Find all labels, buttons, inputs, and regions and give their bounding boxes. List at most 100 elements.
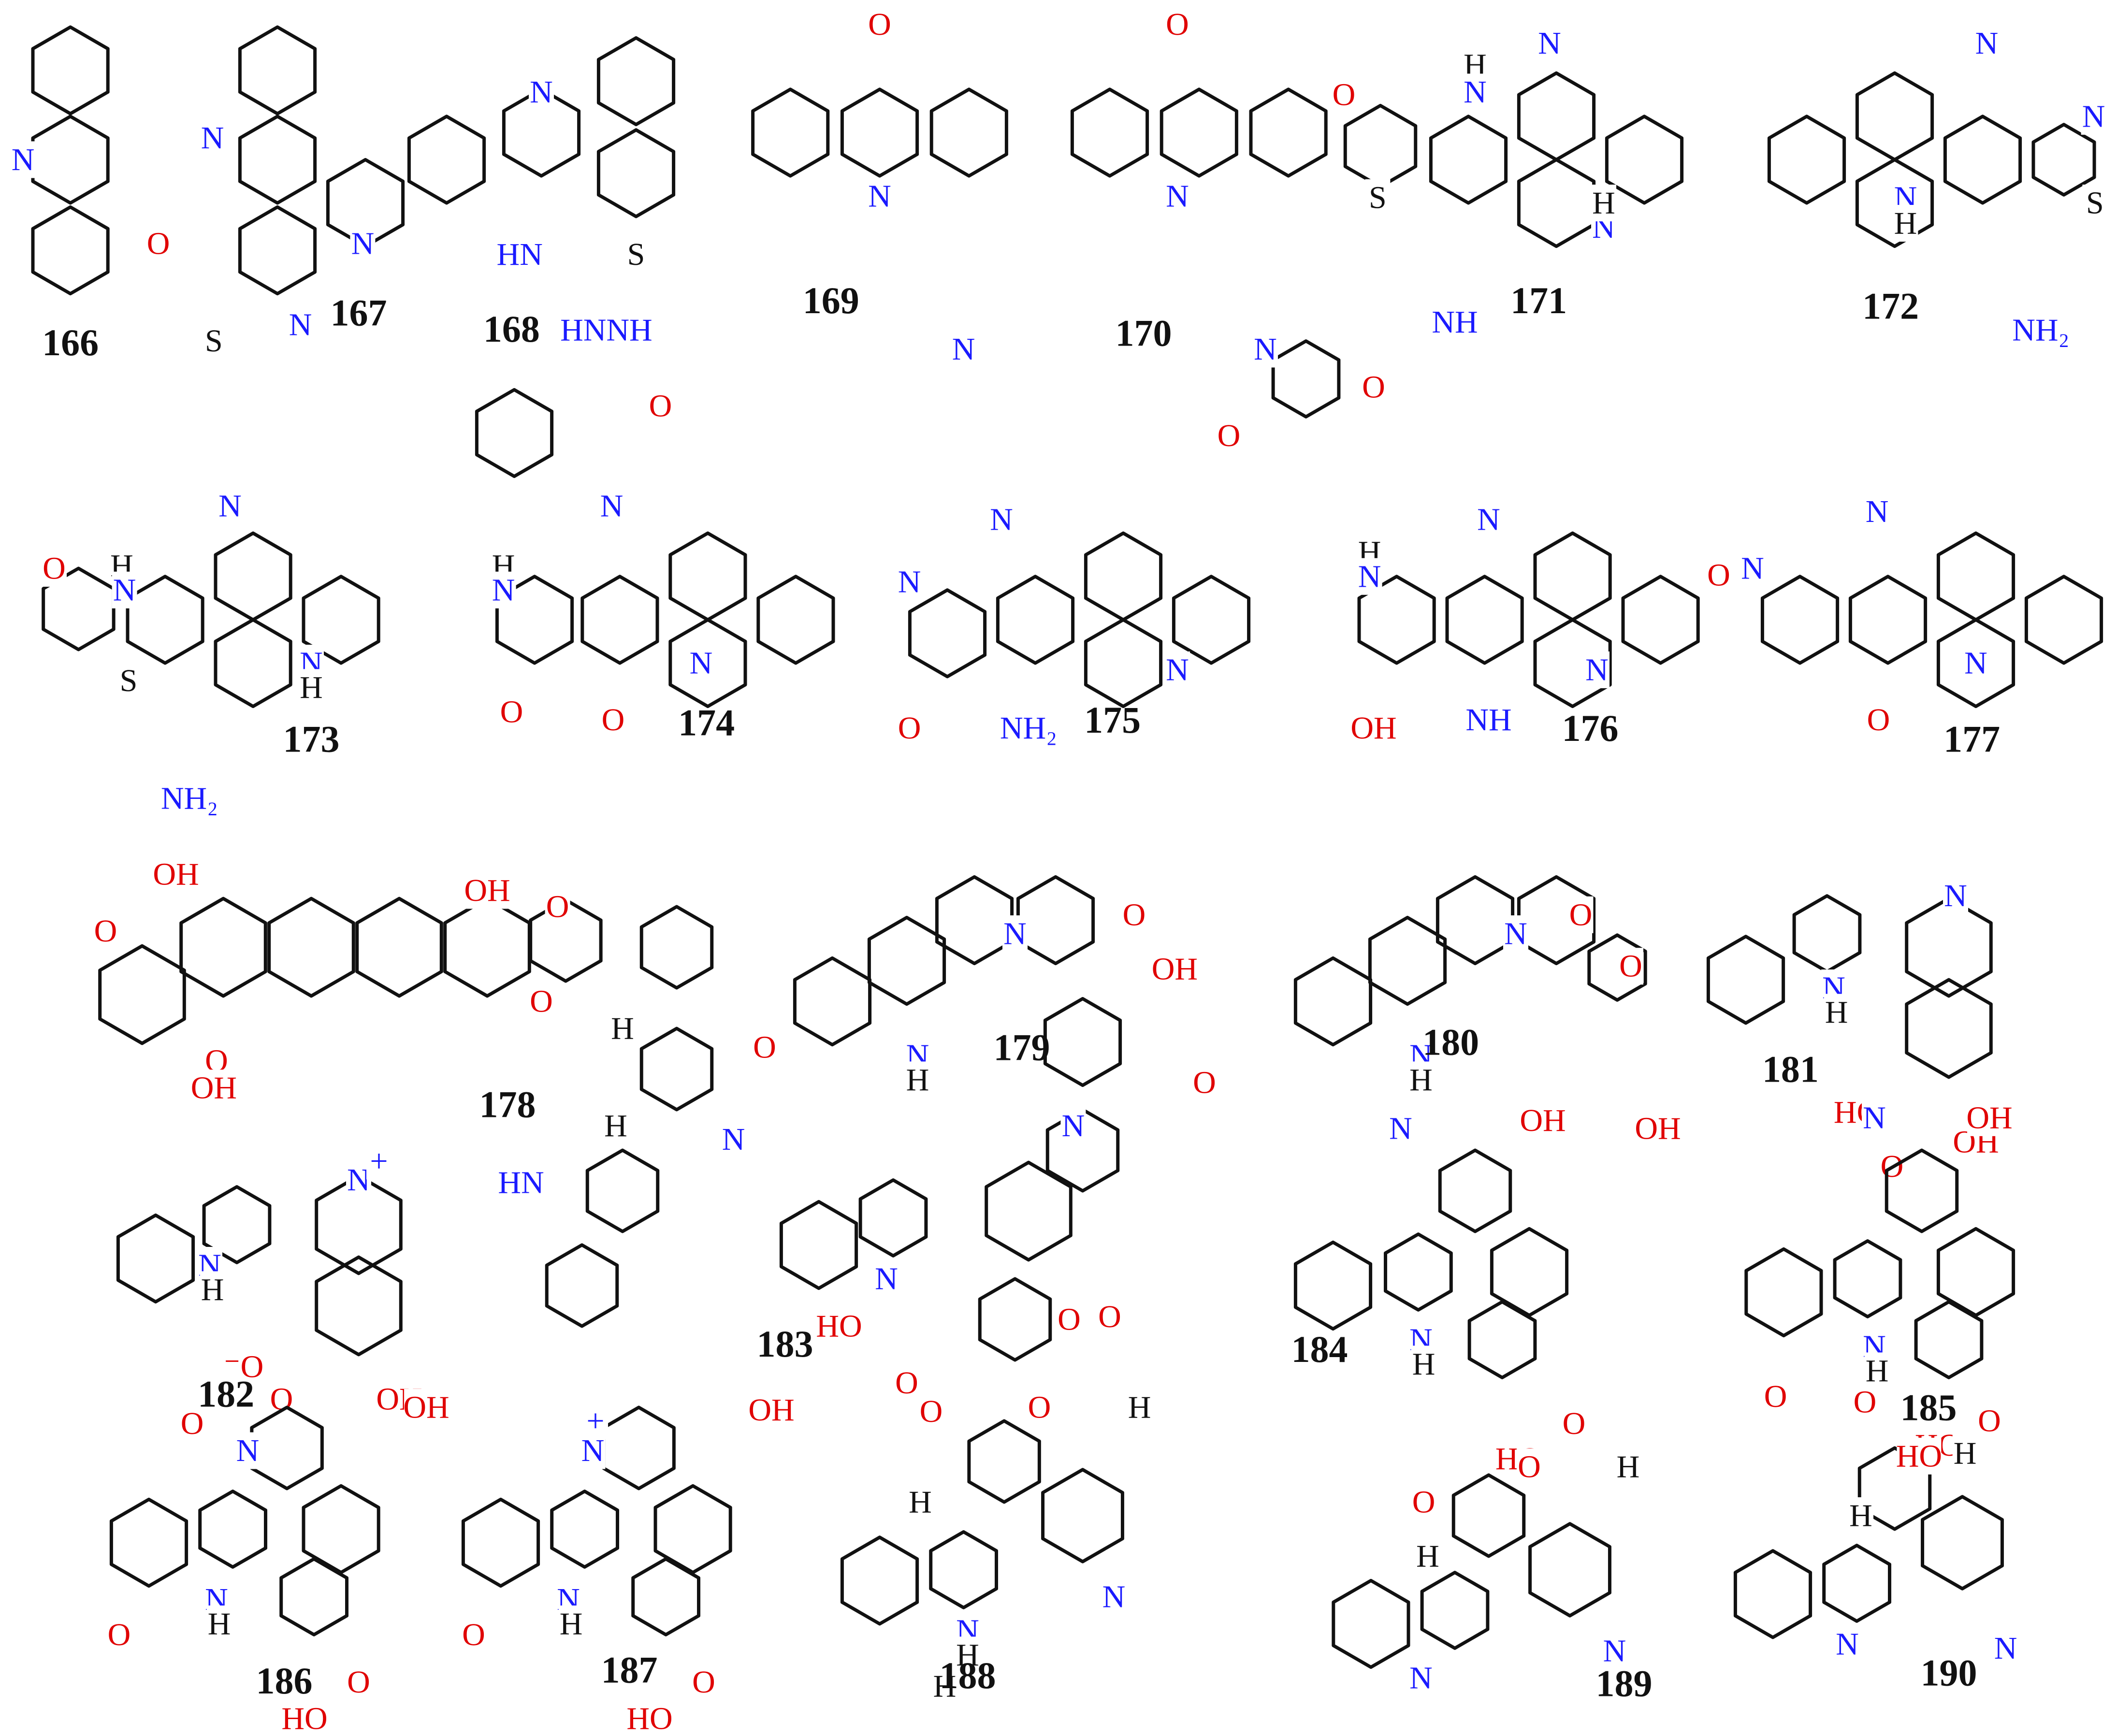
atom-label-background bbox=[1002, 915, 1028, 952]
atom-label: N bbox=[1102, 1579, 1126, 1615]
atom-label: O bbox=[868, 7, 891, 42]
ring-fusion-guide bbox=[893, 1211, 1029, 1218]
atom-label: O bbox=[43, 551, 66, 586]
atom-label-background bbox=[1967, 1099, 2012, 1136]
atom-label: H bbox=[1894, 206, 1917, 241]
atom-label-background bbox=[1740, 550, 1765, 587]
atom-label-background bbox=[10, 141, 36, 178]
ring-bond bbox=[1760, 575, 1840, 665]
atom-label: S bbox=[1369, 180, 1387, 215]
ring-bond bbox=[550, 1490, 619, 1569]
ring-bond bbox=[2031, 123, 2096, 197]
ring-fusion-guide bbox=[1784, 1279, 1868, 1292]
ring-bond bbox=[1490, 1227, 1569, 1317]
atom-label: H bbox=[1825, 995, 1848, 1030]
atom-label-background bbox=[2081, 98, 2106, 135]
ring-bond bbox=[585, 1148, 660, 1233]
atom-label-background bbox=[1060, 1107, 1086, 1144]
atom-label-background bbox=[951, 331, 976, 368]
ring-bond bbox=[1249, 87, 1328, 178]
atom-label: N bbox=[1964, 646, 1987, 681]
atom-label-background bbox=[874, 1260, 899, 1297]
ring-bond bbox=[267, 897, 355, 998]
compound-number-label: 170 bbox=[1116, 312, 1172, 354]
compound-number-label: 183 bbox=[757, 1323, 813, 1365]
atom-label: OH bbox=[1635, 1111, 1681, 1146]
atom-label-background bbox=[288, 306, 313, 343]
atom-label-background bbox=[1521, 1102, 1565, 1139]
atom-label-background bbox=[1763, 1378, 1788, 1415]
compound-number-label: 168 bbox=[483, 308, 540, 350]
ring-bond bbox=[867, 915, 946, 1006]
ring-bond bbox=[1451, 1473, 1526, 1558]
atom-label-background bbox=[1963, 645, 1988, 681]
atom-label: H bbox=[1954, 1436, 1977, 1471]
atom-label-background bbox=[1192, 1064, 1217, 1101]
atom-label: NH bbox=[1432, 304, 1478, 340]
atom-label: N bbox=[1603, 1634, 1626, 1669]
atom-label: OH bbox=[1350, 710, 1396, 746]
atom-label: N bbox=[875, 1261, 898, 1297]
ring-bond bbox=[1587, 933, 1647, 1002]
atom-label: H bbox=[201, 1272, 224, 1307]
atom-label: O bbox=[181, 1406, 204, 1441]
atom-label-background bbox=[565, 312, 648, 349]
ring-fusion-guide bbox=[1827, 934, 1949, 947]
atom-label: O bbox=[1764, 1379, 1787, 1414]
compound-number-label: 173 bbox=[283, 718, 340, 760]
atom-label: N bbox=[1409, 1661, 1433, 1696]
atom-label: O bbox=[1333, 77, 1356, 113]
atom-label-background bbox=[1357, 558, 1382, 595]
atom-label-background bbox=[1365, 179, 1391, 216]
atom-label: O bbox=[1123, 897, 1146, 932]
atom-label-background bbox=[1121, 896, 1147, 933]
atom-label: N bbox=[690, 646, 713, 681]
atom-label-background bbox=[932, 1667, 957, 1705]
ring-bond bbox=[1936, 618, 2016, 709]
ring-fusion-guide bbox=[880, 1570, 964, 1580]
atom-label-background bbox=[106, 1616, 132, 1653]
ring-bond bbox=[475, 388, 554, 478]
ring-fusion-guide bbox=[78, 609, 165, 620]
atom-label-background bbox=[1101, 1578, 1127, 1615]
ring-bond bbox=[1445, 575, 1524, 665]
atom-label-background bbox=[1615, 1448, 1641, 1486]
atom-label-background bbox=[691, 1664, 716, 1701]
atom-label: H bbox=[909, 1485, 932, 1520]
atom-label-background bbox=[1027, 1389, 1052, 1426]
atom-label: N bbox=[1358, 559, 1381, 594]
atom-label: OH bbox=[748, 1392, 794, 1428]
ring-bond bbox=[756, 575, 835, 665]
atom-label-background bbox=[1165, 6, 1190, 43]
ring-bond bbox=[250, 1405, 324, 1490]
ring-bond bbox=[1848, 575, 1928, 665]
atom-label-background bbox=[299, 669, 324, 706]
ring-bond bbox=[779, 1200, 858, 1290]
atom-label-background bbox=[1824, 994, 1849, 1031]
atom-label-background bbox=[580, 1432, 606, 1469]
compound-number-label: 166 bbox=[42, 321, 99, 363]
atom-label-background bbox=[997, 709, 1060, 747]
ring-fusion-guide bbox=[639, 1448, 693, 1529]
atom-label: OH bbox=[1520, 1103, 1566, 1138]
atom-label: OH bbox=[1966, 1100, 2012, 1135]
ring-bond bbox=[668, 618, 747, 709]
ring-bond bbox=[1767, 115, 1846, 205]
compound-number-label: 189 bbox=[1596, 1663, 1653, 1705]
atom-label: NH bbox=[1465, 702, 1511, 738]
atom-label: H bbox=[208, 1606, 231, 1642]
ring-fusion-guide bbox=[487, 940, 566, 947]
atom-label-background bbox=[817, 1308, 861, 1345]
atom-label-background bbox=[154, 855, 198, 893]
ring-fusion-guide bbox=[1455, 1516, 1489, 1610]
atom-label-background bbox=[1897, 1437, 1942, 1475]
atom-label: HN bbox=[498, 1165, 544, 1201]
